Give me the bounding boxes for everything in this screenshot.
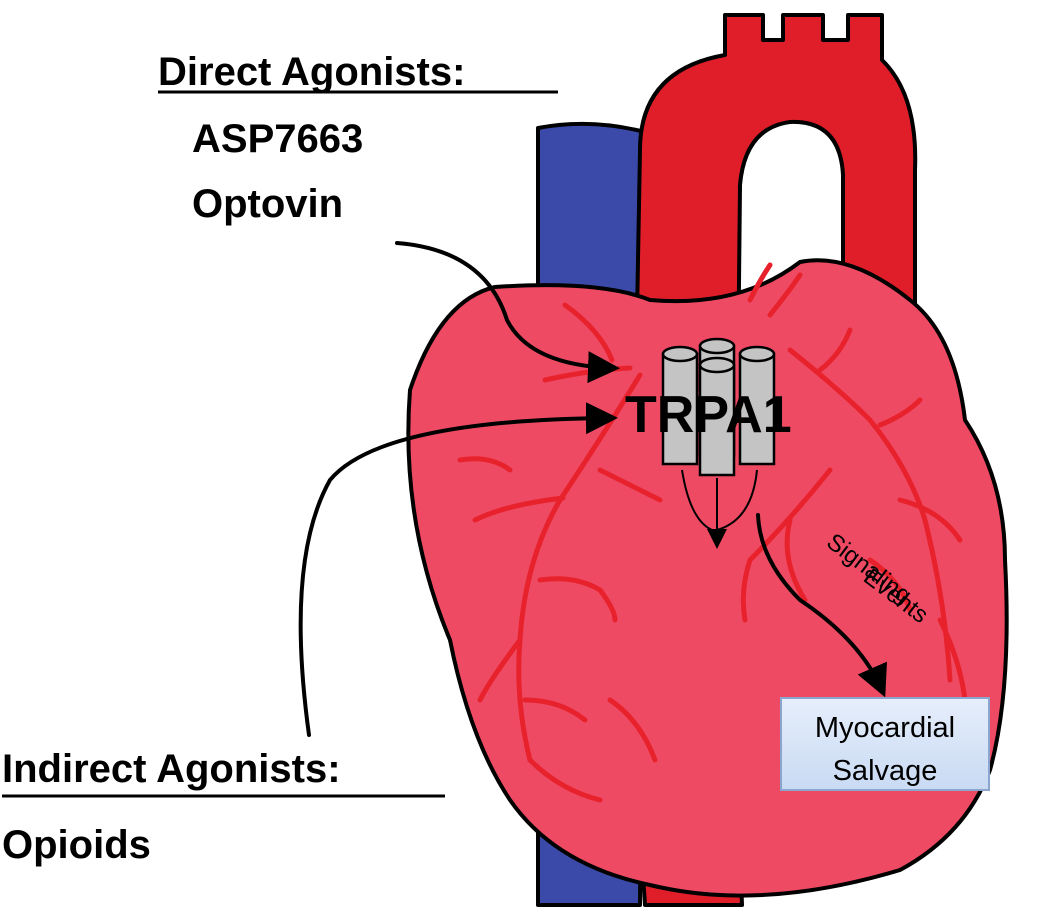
direct-agonists-arrow [395,241,620,384]
outcome-label-line2: Salvage [833,755,938,787]
indirect-agonists-heading-suffix: : [327,747,340,791]
direct-agonist-item-1: ASP7663 [192,117,363,161]
channel-label: TRPA1 [625,386,792,444]
direct-agonists-heading: Direct Agonists: [158,50,465,94]
direct-agonists-heading-suffix: : [452,50,465,94]
indirect-agonists-heading: Indirect Agonists: [2,747,341,791]
direct-agonist-item-2: Optovin [192,182,343,226]
outcome-box: Myocardial Salvage [780,697,990,791]
direct-agonists-block: Direct Agonists: ASP7663 Optovin [158,50,558,226]
indirect-agonists-heading-text: Indirect Agonists [2,747,327,791]
direct-agonists-heading-text: Direct Agonists [158,50,452,94]
outcome-label-line1: Myocardial [815,712,955,744]
channel-signal-arrows [681,469,758,549]
channel-icon [661,337,776,477]
indirect-agonists-arrow [298,402,618,737]
signaling-arrow [756,513,887,698]
indirect-agonists-block: Indirect Agonists: Opioids [2,747,445,867]
indirect-agonist-item-1: Opioids [2,823,151,867]
